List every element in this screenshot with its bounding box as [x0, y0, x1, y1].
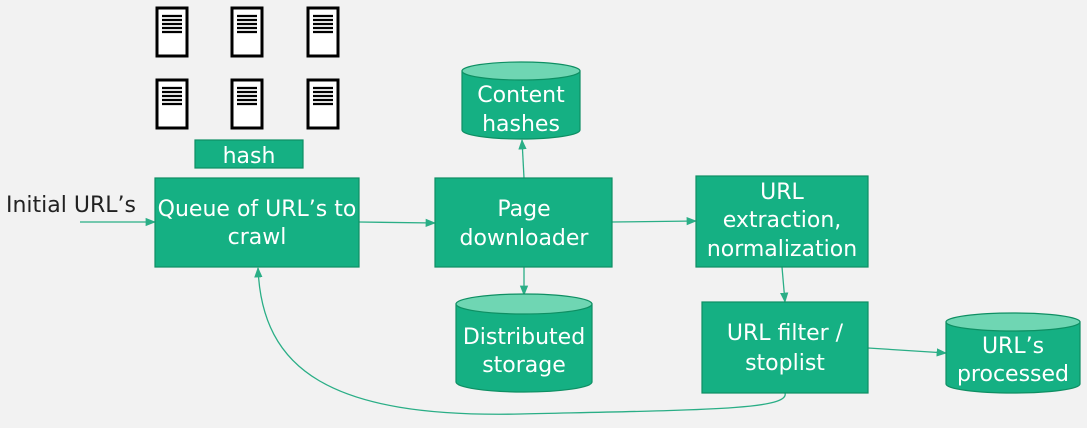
page-downloader-line2: downloader	[460, 226, 590, 251]
initial-urls-label: Initial URL’s	[6, 193, 136, 218]
edges	[80, 138, 948, 415]
documents-group	[155, 6, 340, 130]
url-filter-line1: URL filter /	[727, 321, 844, 346]
url-filter-line2: stoplist	[745, 351, 825, 376]
content-hashes-line1: Content	[477, 83, 565, 108]
document-icon	[306, 78, 340, 130]
distributed-storage-cylinder: Distributed storage	[455, 293, 593, 393]
page-downloader-node: Page downloader	[434, 177, 613, 268]
urls-processed-line2: processed	[957, 362, 1069, 387]
hash-box: hash	[194, 139, 304, 169]
url-extraction-line1: URL	[760, 180, 804, 205]
edge-filter-to-processed	[867, 347, 948, 357]
page-downloader-line1: Page	[497, 197, 550, 222]
url-extraction-node: URL extraction, normalization	[695, 175, 869, 268]
edge-downloader-to-extraction	[611, 216, 698, 226]
edge-downloader-to-hashes	[518, 138, 527, 179]
document-icon	[230, 6, 264, 58]
content-hashes-line2: hashes	[482, 112, 560, 137]
urls-processed-cylinder: URL’s processed	[945, 312, 1081, 394]
queue-label-line2: crawl	[228, 225, 287, 250]
distributed-storage-line1: Distributed	[463, 325, 585, 350]
queue-node: Queue of URL’s to crawl	[154, 177, 360, 268]
edge-filter-back-to-queue	[254, 266, 786, 415]
distributed-storage-line2: storage	[482, 353, 566, 378]
document-icon	[306, 6, 340, 58]
content-hashes-cylinder: Content hashes	[461, 61, 581, 140]
url-extraction-line2: extraction,	[723, 208, 842, 233]
document-icon	[155, 6, 189, 58]
queue-label-line1: Queue of URL’s to	[158, 197, 357, 222]
url-filter-node: URL filter / stoplist	[701, 301, 869, 394]
document-icon	[155, 78, 189, 130]
document-icon	[230, 78, 264, 130]
edge-queue-to-downloader	[358, 218, 437, 228]
hash-label: hash	[223, 144, 276, 169]
edge-extraction-to-filter	[780, 266, 789, 304]
urls-processed-line1: URL’s	[982, 334, 1044, 359]
url-extraction-line3: normalization	[707, 237, 857, 262]
